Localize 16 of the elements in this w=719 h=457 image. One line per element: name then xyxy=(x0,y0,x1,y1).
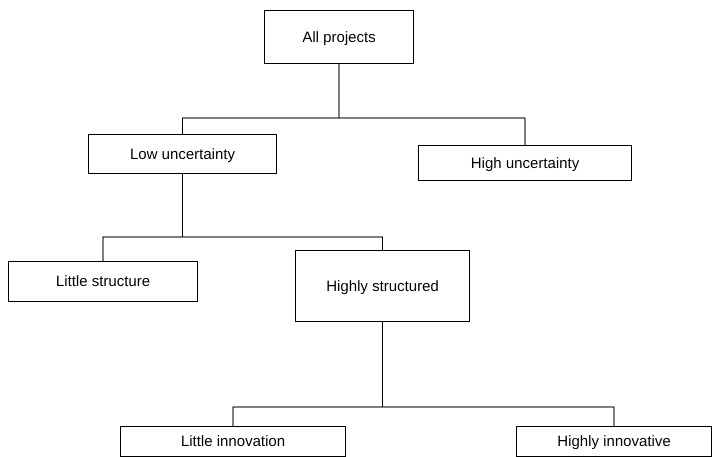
box-label: Little structure xyxy=(54,273,152,290)
category-box xyxy=(516,426,712,457)
category-box xyxy=(295,250,470,322)
box-label: All projects xyxy=(301,28,377,46)
category-box xyxy=(418,145,632,181)
box-label: Highly innovative xyxy=(556,433,672,450)
box-label: High uncertainty xyxy=(470,154,580,172)
category-box xyxy=(88,134,277,174)
box-label: Little innovation xyxy=(180,433,286,450)
category-box xyxy=(264,10,414,64)
box-label: Highly structured xyxy=(325,278,440,294)
connector-line xyxy=(182,174,383,250)
category-box xyxy=(8,261,198,302)
connector-line xyxy=(338,64,526,146)
category-box xyxy=(120,426,346,457)
box-label: Low uncertainty xyxy=(128,146,236,162)
